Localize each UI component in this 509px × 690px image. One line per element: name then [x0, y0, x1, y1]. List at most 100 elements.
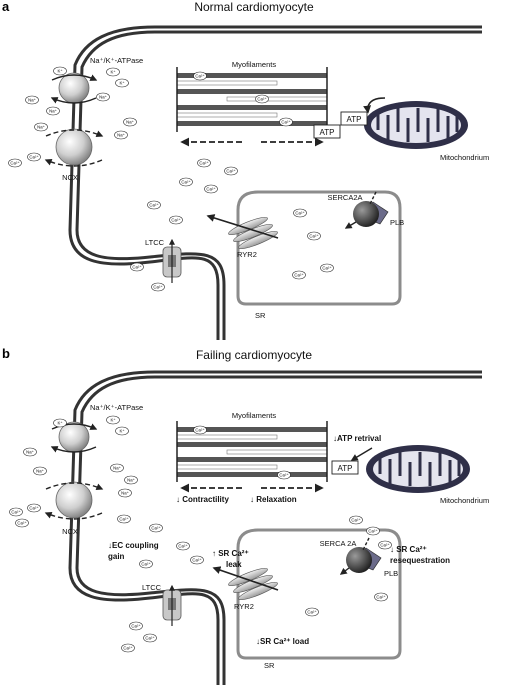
svg-text:Na⁺: Na⁺ [117, 133, 125, 138]
svg-text:K⁺: K⁺ [57, 421, 62, 426]
svg-text:Ca²⁺: Ca²⁺ [10, 161, 19, 166]
atp-box [340, 111, 368, 126]
ion: Na⁺ [114, 130, 128, 140]
svg-text:Na⁺: Na⁺ [126, 120, 134, 125]
atp-box [331, 460, 359, 475]
svg-text:Ca²⁺: Ca²⁺ [181, 180, 190, 185]
svg-text:K⁺: K⁺ [110, 70, 115, 75]
ion: Ca²⁺ [169, 215, 183, 225]
ion: Ca²⁺ [176, 541, 190, 551]
ion: Na⁺ [34, 122, 48, 132]
ion: K⁺ [106, 415, 120, 425]
ion: Ca²⁺ [374, 592, 388, 602]
svg-text:Ca²⁺: Ca²⁺ [322, 266, 331, 271]
ion: Ca²⁺ [130, 262, 144, 272]
ion: Ca²⁺ [305, 607, 319, 617]
svg-text:Na⁺: Na⁺ [49, 109, 57, 114]
svg-text:Ca²⁺: Ca²⁺ [368, 529, 377, 534]
svg-text:Na⁺: Na⁺ [36, 469, 44, 474]
ion: Ca²⁺ [292, 270, 306, 280]
cell-membrane [68, 25, 482, 340]
svg-text:Ca²⁺: Ca²⁺ [141, 562, 150, 567]
svg-text:K⁺: K⁺ [110, 418, 115, 423]
svg-text:Ca²⁺: Ca²⁺ [226, 169, 235, 174]
svg-text:Ca²⁺: Ca²⁺ [195, 428, 204, 433]
ncx-label: NCX [62, 527, 78, 536]
svg-text:Ca²⁺: Ca²⁺ [178, 544, 187, 549]
ion: Ca²⁺ [293, 208, 307, 218]
ion: Ca²⁺ [129, 621, 143, 631]
myofilaments-label: Myofilaments [232, 60, 276, 69]
ion: Na⁺ [124, 475, 138, 485]
serca-label: SERCA2A [327, 193, 362, 202]
svg-text:Ca²⁺: Ca²⁺ [119, 517, 128, 522]
panel-letter: b [2, 346, 10, 361]
na-k-atpase-label: Na⁺/K⁺-ATPase [90, 403, 143, 412]
ion: Ca²⁺ [307, 231, 321, 241]
ltcc-label: LTCC [145, 238, 165, 247]
svg-text:Ca²⁺: Ca²⁺ [131, 624, 140, 629]
sr-label: SR [255, 311, 266, 320]
svg-text:Na⁺: Na⁺ [28, 98, 36, 103]
panel-b: b Failing cardiomyocyte Na⁺/K⁺-ATPase NC… [2, 346, 489, 685]
ncx-exchanger [44, 481, 104, 520]
ion: Ca²⁺ [9, 507, 23, 517]
svg-text:Ca²⁺: Ca²⁺ [206, 187, 215, 192]
svg-text:Na⁺: Na⁺ [37, 125, 45, 130]
ion: Ca²⁺ [8, 158, 22, 168]
svg-text:K⁺: K⁺ [119, 81, 124, 86]
ncx-exchanger [44, 128, 104, 167]
ltcc-channel [162, 584, 182, 626]
sr-load-label: ↓SR Ca²⁺ load [256, 637, 309, 646]
ion: Ca²⁺ [378, 540, 392, 550]
svg-text:Ca²⁺: Ca²⁺ [199, 161, 208, 166]
ion: Ca²⁺ [193, 425, 207, 435]
serca-pump [344, 191, 389, 229]
ryr2-channel [206, 214, 279, 249]
ion: Ca²⁺ [349, 515, 363, 525]
ion: Ca²⁺ [117, 514, 131, 524]
ion: Ca²⁺ [279, 117, 293, 127]
ion: Ca²⁺ [224, 166, 238, 176]
panel-title: Failing cardiomyocyte [196, 348, 312, 362]
svg-text:K⁺: K⁺ [119, 429, 124, 434]
serca-label: SERCA 2A [320, 539, 357, 548]
svg-text:Ca²⁺: Ca²⁺ [294, 273, 303, 278]
ion: Ca²⁺ [139, 559, 153, 569]
ion: Ca²⁺ [366, 526, 380, 536]
ion: K⁺ [106, 67, 120, 77]
panel-a: a Normal cardiomyocyte Na⁺/K⁺-ATPase NCX… [2, 0, 489, 340]
ion: Ca²⁺ [320, 263, 334, 273]
mitochondrion [364, 101, 468, 149]
atp-label: ATP [320, 128, 335, 137]
ion: Ca²⁺ [255, 94, 269, 104]
ion: Ca²⁺ [190, 555, 204, 565]
svg-text:Ca²⁺: Ca²⁺ [123, 646, 132, 651]
contractility-label: ↓ Contractility [176, 495, 229, 504]
mitochondrion-label: Mitochondrium [440, 496, 489, 505]
plb-label: PLB [384, 569, 398, 578]
ion: Na⁺ [96, 92, 110, 102]
sr-leak-label: ↑ SR Ca²⁺ [212, 549, 249, 558]
atp-label: ATP [338, 464, 353, 473]
myofilaments-label: Myofilaments [232, 411, 276, 420]
reseq-label: resequestration [390, 556, 450, 565]
svg-text:Na⁺: Na⁺ [26, 450, 34, 455]
ltcc-channel [162, 238, 182, 283]
svg-text:Ca²⁺: Ca²⁺ [281, 120, 290, 125]
svg-text:Na⁺: Na⁺ [99, 95, 107, 100]
ion: Ca²⁺ [15, 518, 29, 528]
ltcc-label: LTCC [142, 583, 162, 592]
plb-label: PLB [390, 218, 404, 227]
svg-text:Ca²⁺: Ca²⁺ [171, 218, 180, 223]
ion: Na⁺ [110, 463, 124, 473]
ion: Na⁺ [46, 106, 60, 116]
atp-retrival-label: ↓ATP retrival [333, 434, 381, 443]
ion: Na⁺ [23, 447, 37, 457]
reseq-label: ↓ SR Ca²⁺ [390, 545, 427, 554]
ion: Ca²⁺ [204, 184, 218, 194]
svg-text:Ca²⁺: Ca²⁺ [17, 521, 26, 526]
panel-title: Normal cardiomyocyte [194, 0, 314, 14]
cell-membrane [68, 370, 482, 685]
ion: K⁺ [53, 66, 67, 76]
